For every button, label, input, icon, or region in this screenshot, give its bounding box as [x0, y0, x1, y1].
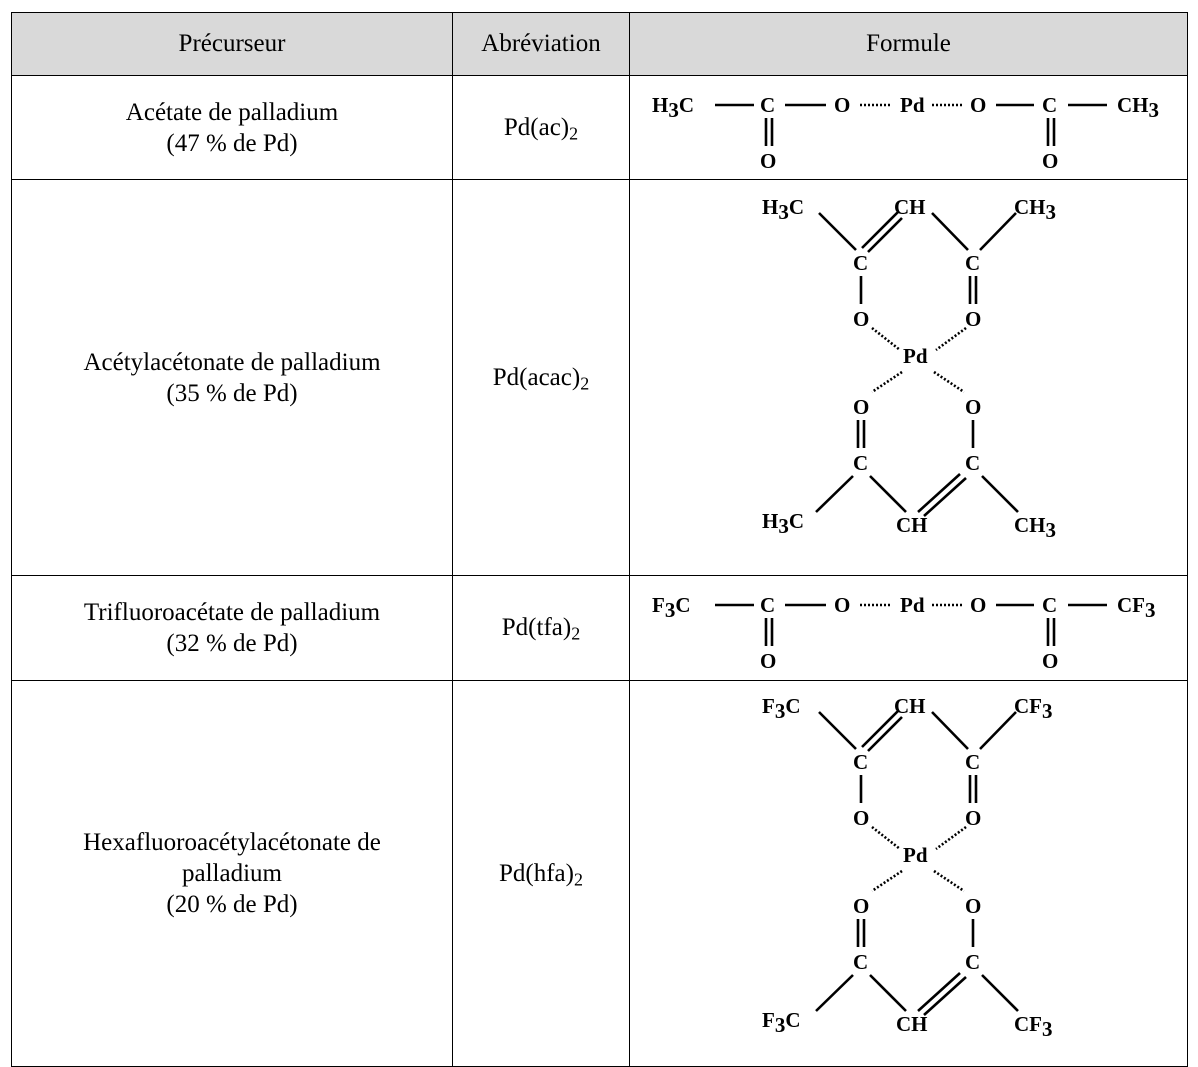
header-precursor: Précurseur — [11, 12, 453, 76]
formula-cell: H3C CH CH3 C C O O P — [629, 179, 1188, 576]
svg-text:CH: CH — [894, 195, 926, 219]
abbreviation-cell: Pd(tfa)2 — [452, 575, 630, 681]
abbreviation-sub: 2 — [571, 623, 581, 644]
svg-text:O: O — [834, 93, 850, 117]
svg-text:F3C: F3C — [762, 694, 801, 723]
svg-text:Pd: Pd — [900, 593, 925, 617]
formula-cell: F3C CH CF3 C C O O P — [629, 680, 1188, 1067]
svg-text:CH3: CH3 — [1014, 513, 1056, 542]
precursor-cell: Acétate de palladium (47 % de Pd) — [11, 75, 453, 180]
precursor-name: Hexafluoroacétylacétonate de — [83, 829, 381, 856]
abbreviation-cell: Pd(ac)2 — [452, 75, 630, 180]
abbreviation-base: Pd(hfa) — [499, 859, 574, 887]
svg-text:O: O — [965, 806, 981, 830]
header-row: Précurseur Abréviation Formule — [11, 12, 1188, 76]
pd-content: (47 % de Pd) — [166, 129, 298, 157]
svg-text:O: O — [834, 593, 850, 617]
abbreviation-sub: 2 — [580, 373, 590, 393]
table-row: Trifluoroacétate de palladium (32 % de P… — [11, 575, 1188, 681]
svg-text:H3C: H3C — [762, 195, 804, 224]
svg-text:C: C — [1042, 93, 1057, 117]
svg-text:C: C — [853, 750, 868, 774]
svg-text:O: O — [970, 93, 986, 117]
pd-content: (20 % de Pd) — [166, 891, 298, 918]
table-row: Acétate de palladium (47 % de Pd) Pd(ac)… — [11, 75, 1188, 180]
svg-text:C: C — [853, 451, 868, 475]
svg-text:O: O — [965, 395, 981, 419]
svg-text:O: O — [760, 149, 776, 173]
precursor-cell: Acétylacétonate de palladium (35 % de Pd… — [11, 179, 453, 576]
svg-text:CF3: CF3 — [1014, 1012, 1053, 1041]
precursor-name: Trifluoroacétate de palladium — [83, 599, 381, 626]
svg-text:Pd: Pd — [903, 843, 928, 867]
svg-text:Pd: Pd — [900, 93, 925, 117]
precursor-name: Acétylacétonate de palladium — [83, 348, 381, 376]
formula-acac: H3C CH CH3 C C O O P — [762, 195, 1056, 542]
abbreviation-sub: 2 — [569, 123, 579, 143]
svg-text:O: O — [853, 894, 869, 918]
svg-text:C: C — [1042, 593, 1057, 617]
svg-text:CH: CH — [894, 694, 926, 718]
svg-text:O: O — [1042, 149, 1058, 173]
svg-text:F3C: F3C — [652, 593, 691, 622]
svg-text:H3C: H3C — [762, 509, 804, 538]
abbreviation-cell: Pd(hfa)2 — [452, 680, 630, 1067]
svg-text:C: C — [965, 750, 980, 774]
svg-text:C: C — [965, 950, 980, 974]
abbreviation-base: Pd(acac) — [492, 363, 581, 391]
svg-text:CH3: CH3 — [1014, 195, 1056, 224]
abbreviation-base: Pd(ac) — [503, 113, 570, 141]
formula-cell: H3C C O Pd O C CH3 O — [629, 75, 1188, 180]
svg-text:CH: CH — [896, 1012, 928, 1036]
svg-text:Pd: Pd — [903, 344, 928, 368]
svg-text:O: O — [1042, 649, 1058, 673]
svg-text:O: O — [970, 593, 986, 617]
svg-text:O: O — [853, 307, 869, 331]
formula-acetate: H3C C O Pd O C CH3 O — [652, 93, 1159, 173]
svg-text:O: O — [853, 806, 869, 830]
svg-text:C: C — [760, 593, 775, 617]
precursor-cell: Hexafluoroacétylacétonate de palladium (… — [11, 680, 453, 1067]
precursor-name-cont: palladium — [182, 860, 282, 887]
header-abbreviation: Abréviation — [452, 12, 630, 76]
svg-text:C: C — [965, 251, 980, 275]
abbreviation-base: Pd(tfa) — [501, 614, 572, 641]
svg-text:CF3: CF3 — [1014, 694, 1053, 723]
table-row: Hexafluoroacétylacétonate de palladium (… — [11, 680, 1188, 1067]
svg-text:CH3: CH3 — [1117, 93, 1159, 122]
table-row: Acétylacétonate de palladium (35 % de Pd… — [11, 179, 1188, 576]
formula-cell: F3C C O Pd O C CF3 O — [629, 575, 1188, 681]
svg-text:O: O — [965, 307, 981, 331]
abbreviation-sub: 2 — [573, 869, 583, 889]
svg-text:O: O — [853, 395, 869, 419]
formula-trifluoroacetate: F3C C O Pd O C CF3 O — [652, 593, 1156, 673]
svg-text:C: C — [853, 950, 868, 974]
formula-hfa: F3C CH CF3 C C O O P — [762, 694, 1053, 1041]
precursor-name: Acétate de palladium — [125, 98, 339, 126]
pd-content: (35 % de Pd) — [166, 379, 298, 407]
svg-text:C: C — [853, 251, 868, 275]
pd-content: (32 % de Pd) — [166, 630, 298, 657]
header-formula: Formule — [629, 12, 1188, 76]
svg-text:O: O — [760, 649, 776, 673]
svg-text:O: O — [965, 894, 981, 918]
svg-text:C: C — [965, 451, 980, 475]
svg-text:CF3: CF3 — [1117, 593, 1156, 622]
abbreviation-cell: Pd(acac)2 — [452, 179, 630, 576]
precursor-cell: Trifluoroacétate de palladium (32 % de P… — [11, 575, 453, 681]
svg-text:F3C: F3C — [762, 1008, 801, 1037]
svg-text:C: C — [760, 93, 775, 117]
svg-text:H3C: H3C — [652, 93, 694, 122]
svg-text:CH: CH — [896, 513, 928, 537]
precursor-table: Précurseur Abréviation Formule Acétate d… — [11, 12, 1188, 1067]
